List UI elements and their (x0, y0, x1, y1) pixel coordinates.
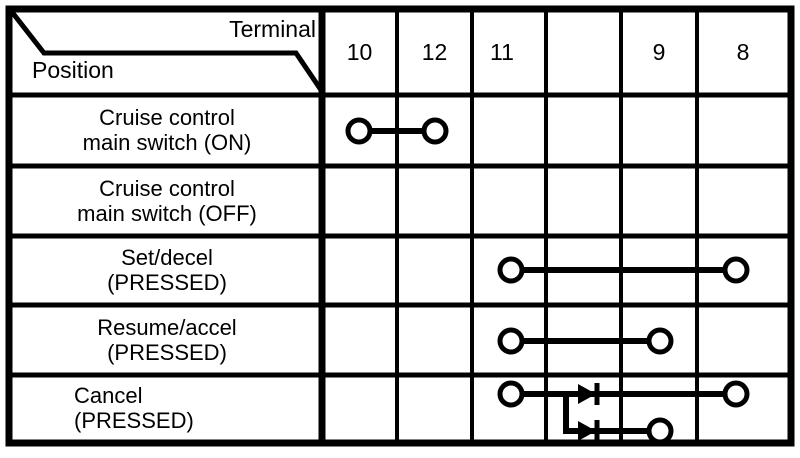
column-header-10: 10 (346, 39, 373, 66)
row-label-line-2: main switch (OFF) (77, 200, 257, 226)
header-column-axis-label: Terminal (229, 16, 316, 42)
terminal-node-8 (722, 380, 750, 408)
row-label-resume-accel: Resume/accel (PRESSED) (14, 308, 320, 373)
terminal-node-10 (345, 117, 373, 145)
continuity-row-4 (497, 327, 674, 355)
row-label-set-decel: Set/decel (PRESSED) (14, 239, 320, 303)
row-separators (11, 92, 789, 378)
header-row-axis-label: Position (32, 57, 114, 83)
terminal-node-8 (722, 256, 750, 284)
row-label-cruise-main-switch-off: Cruise control main switch (OFF) (14, 169, 320, 234)
table-outer-border (5, 5, 795, 447)
continuity-row-3 (497, 256, 750, 284)
terminal-node-11 (497, 256, 525, 284)
row-label-line-1: Set/decel (121, 245, 213, 271)
column-header-9: 9 (652, 39, 666, 66)
column-header-11: 11 (490, 39, 514, 66)
row-label-line-1: Cruise control (99, 105, 235, 131)
terminal-node-9 (646, 417, 674, 445)
header-diagonal-divider (8, 8, 325, 94)
row-label-cruise-main-switch-on: Cruise control main switch (ON) (14, 98, 320, 164)
row-label-line-2: (PRESSED) (74, 408, 194, 433)
terminal-node-11 (497, 327, 525, 355)
row-label-line-1: Cancel (74, 383, 143, 409)
continuity-row-5 (497, 380, 750, 445)
row-label-line-2: main switch (ON) (82, 130, 252, 155)
continuity-row-1 (345, 117, 449, 145)
terminal-node-12 (421, 117, 449, 145)
row-label-line-2: (PRESSED) (107, 270, 227, 295)
terminal-node-11 (497, 380, 525, 408)
column-header-blank (546, 10, 621, 96)
row-label-line-1: Cruise control (99, 175, 235, 201)
diode-lower-icon (578, 420, 600, 442)
column-separators (318, 11, 699, 441)
row-label-line-1: Resume/accel (97, 314, 237, 340)
row-label-cancel: Cancel (PRESSED) (74, 378, 320, 440)
column-header-8: 8 (736, 39, 750, 66)
row-label-line-2: (PRESSED) (107, 339, 227, 365)
diode-upper-icon (578, 383, 600, 405)
column-header-12: 12 (421, 39, 448, 66)
terminal-node-9 (646, 327, 674, 355)
